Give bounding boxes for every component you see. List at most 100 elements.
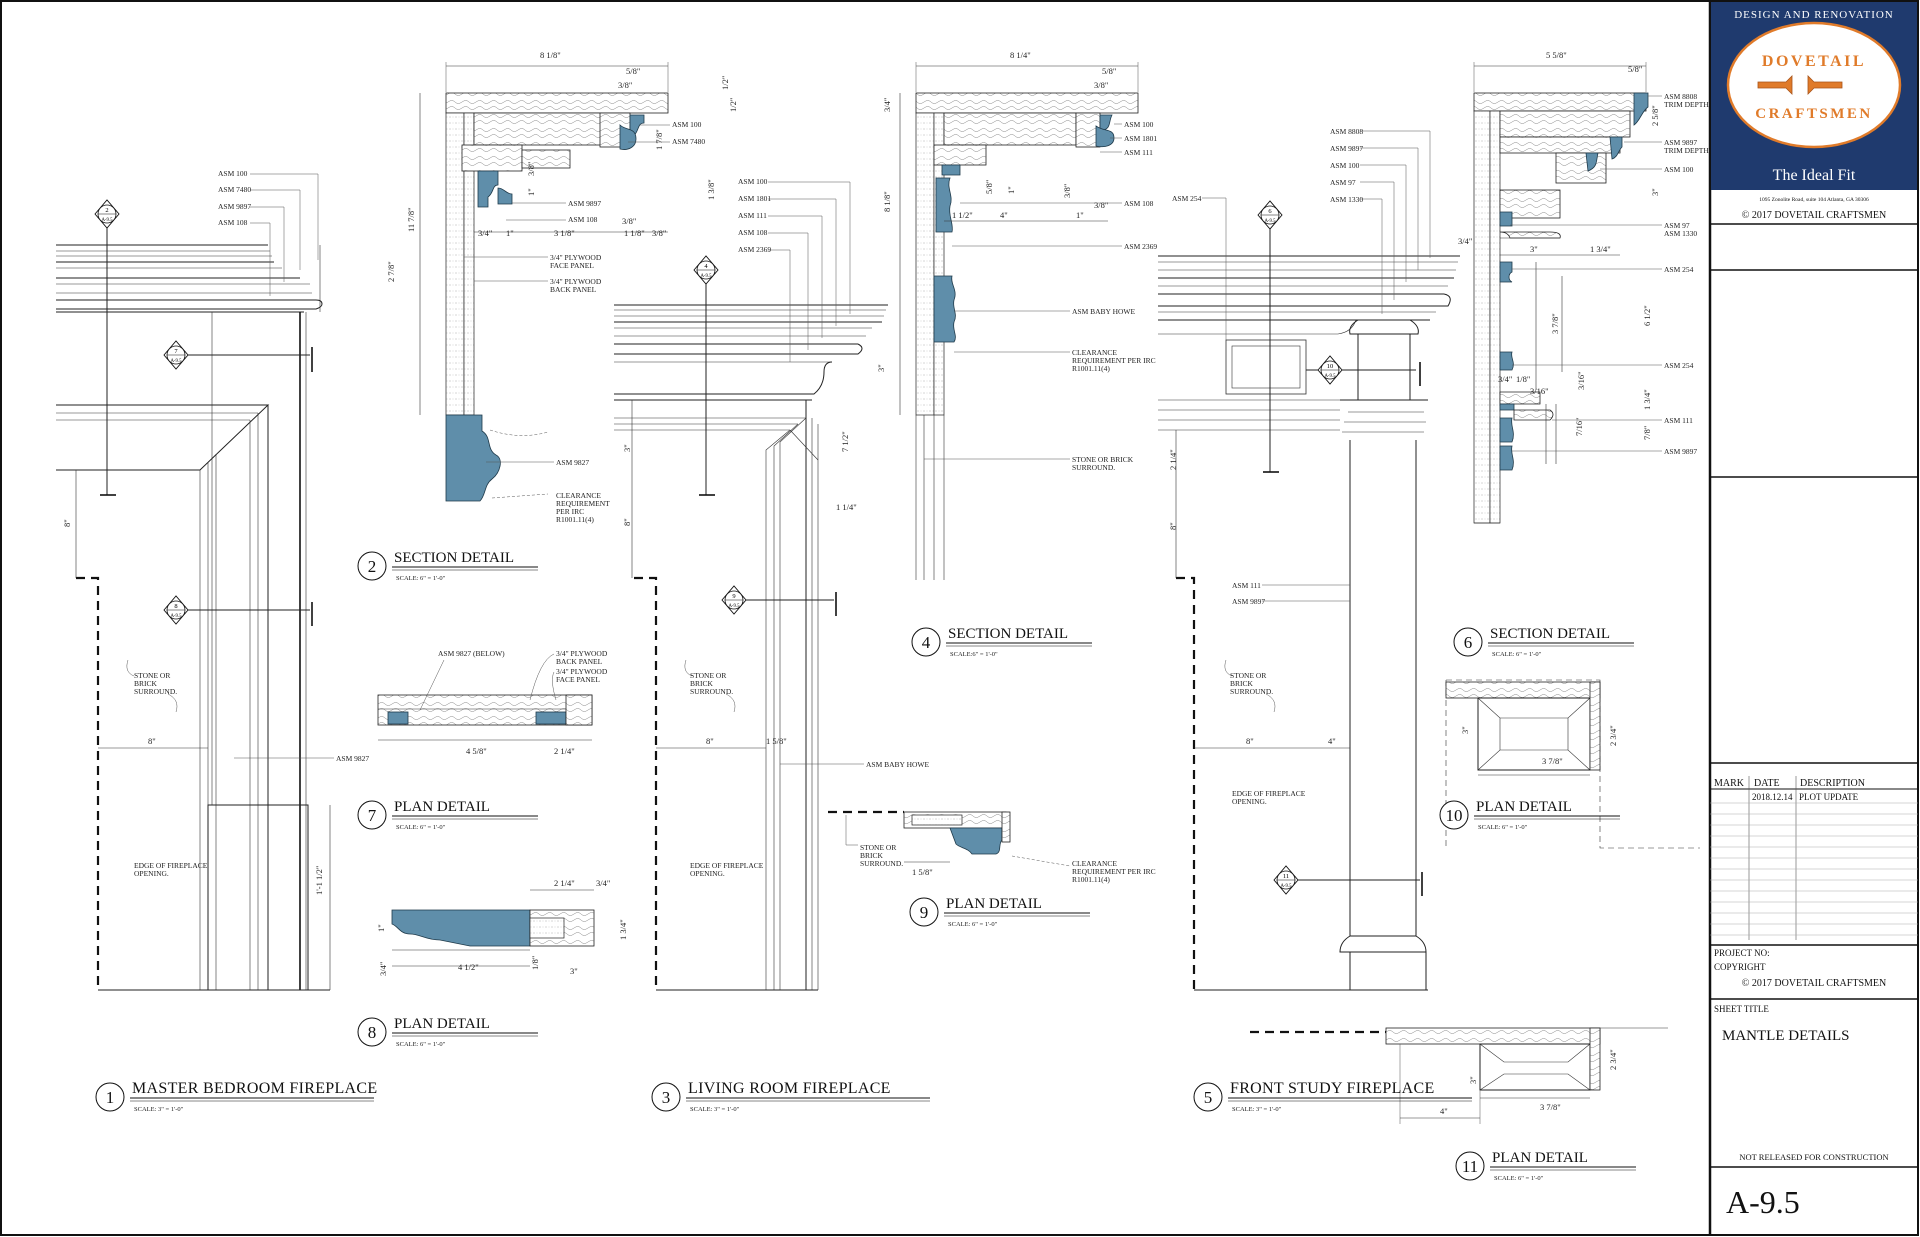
view-scale: SCALE:6" = 1'-0" [950,651,998,658]
plan-8-detail: 2 1/4" 3/4" 1 3/4" 1" 3/4" 4 1/2" 1/8" 3… [376,878,628,976]
view-number: 6 [1464,633,1473,652]
view-5-elevation: 2 1/4" 8" 8" 4" ASM 254 ASM 111 ASM 9897… [1158,127,1460,991]
v5-mould-254: ASM 254 [1172,194,1202,203]
s6-dim-316b: 3/16" [1576,371,1586,390]
callout-number: 11 [1283,873,1289,880]
p7-ply-back-note: 3/4" PLYWOOD BACK PANEL [556,649,608,666]
s4-dim-58a: 5/8" [1102,66,1116,76]
section-callout-10: 10A-9.5 [1317,355,1343,385]
view-number: 11 [1462,1157,1478,1176]
sheet-title: MANTLE DETAILS [1722,1028,1850,1044]
svg-text:EDGE OF FIREPLACE: EDGE OF FIREPLACE [134,861,208,870]
v1-edge-note: EDGE OF FIREPLACE OPENING. [134,861,208,878]
firm-slogan: The Ideal Fit [1773,167,1856,184]
p8-dim-134: 1 3/4" [618,919,628,940]
plan-11-detail: 3" 2 3/4" 3 7/8" 4" [1250,1027,1668,1124]
v3-stone-note: STONE OR BRICK SURROUND. [684,659,736,713]
section-callout-7: 7A-9.5 [163,340,189,370]
svg-text:BRICK: BRICK [134,679,158,688]
view-title: PLAN DETAIL [394,1016,490,1032]
svg-text:BRICK: BRICK [1230,679,1254,688]
s2-ply-face-note: 3/4" PLYWOOD FACE PANEL [550,253,602,270]
s2-dim-178: 1 7/8" [654,129,664,150]
p11-dim-3: 3" [1468,1076,1478,1084]
project-copyright: © 2017 DOVETAIL CRAFTSMEN [1742,978,1886,989]
v3-mould-111: ASM 111 [738,211,767,220]
s2-dim-overall: 8 1/8" [540,50,561,60]
s2-dim-38d: 3/8" [652,228,666,238]
p11-dim-4: 4" [1440,1106,1448,1116]
v3-mould-108: ASM 108 [738,228,768,237]
v1-mould-4: ASM 108 [218,218,248,227]
view-scale: SCALE: 6" = 1'-0" [948,921,998,928]
view-title: SECTION DETAIL [1490,626,1610,642]
s2-ply-back-note: 3/4" PLYWOOD BACK PANEL [550,277,602,294]
v5-stack-100: ASM 100 [1330,161,1360,170]
s4-mould-100: ASM 100 [1124,120,1154,129]
s4-dim-34: 3/4" [882,98,892,112]
p8-dim-34a: 3/4" [596,878,610,888]
callout-number: 7 [174,348,178,355]
view-number-circle [651,1082,681,1112]
svg-text:3/4" PLYWOOD: 3/4" PLYWOOD [550,277,602,286]
s2-dim-34: 3/4" [478,228,492,238]
construction-note: NOT RELEASED FOR CONSTRUCTION [1739,1152,1888,1162]
svg-text:3/4" PLYWOOD: 3/4" PLYWOOD [550,253,602,262]
p9-dim-158: 1 5/8" [912,867,933,877]
svg-text:R1001.11(4): R1001.11(4) [1072,364,1110,373]
v3-dim-8b: 8" [706,736,714,746]
s6-mould-97: ASM 97 [1664,221,1690,230]
v3-mould-1801: ASM 1801 [738,194,771,203]
s6-mould-254a: ASM 254 [1664,265,1694,274]
s2-mould-7480: ASM 7480 [672,137,705,146]
v1-dim-mantel: 2 7/8" [386,261,396,282]
s6-dim-134: 1 3/4" [1590,244,1611,254]
view-number-circle [911,627,941,657]
view-title: PLAN DETAIL [1492,1150,1588,1166]
s6-dim-34b: 3/4" [1498,374,1512,384]
v1-mould-2: ASM 7480 [218,185,251,194]
view-number: 5 [1204,1088,1213,1107]
s2-dim-58: 5/8" [626,66,640,76]
svg-text:REQUIREMENT PER IRC: REQUIREMENT PER IRC [1072,867,1156,876]
rev-header-date: DATE [1754,778,1780,789]
section-4-detail: 8 1/4" 5/8" 3/8" 3/4" 8 1/8" 5/8" 1" 3/8… [882,50,1157,580]
callout-sheet: A-9.5 [1264,219,1276,224]
s6-dim-overall: 5 5/8" [1546,50,1567,60]
svg-text:SURROUND.: SURROUND. [1230,687,1273,696]
svg-text:SURROUND.: SURROUND. [1072,463,1115,472]
rev-header-mark: MARK [1714,778,1745,789]
view-title: LIVING ROOM FIREPLACE [688,1080,891,1097]
s6-dim-378: 3 7/8" [1550,313,1560,334]
svg-text:SURROUND.: SURROUND. [860,859,903,868]
p7-asm-below: ASM 9827 (BELOW) [438,649,505,658]
v3-dim-114: 1 1/4" [836,502,857,512]
s6-dim-18: 1/8" [1516,374,1530,384]
svg-text:OPENING.: OPENING. [690,869,725,878]
p10-dim-378: 3 7/8" [1542,756,1563,766]
view-scale: SCALE: 6" = 1'-0" [396,575,446,582]
s6-dim-3a: 3" [1650,188,1660,196]
s4-dim-38a: 3/8" [1094,80,1108,90]
s4-dim-1a: 1" [1006,186,1016,194]
p10-dim-234: 2 3/4" [1608,725,1618,746]
s2-dim-1a: 1" [526,188,536,196]
view-number-circle [357,800,387,830]
s2-clearance-note: CLEARANCE REQUIREMENT PER IRC R1001.11(4… [489,429,610,524]
s6-mould-9897: ASM 9897 [1664,138,1697,147]
p8-dim-34b: 3/4" [378,962,388,976]
v5-mould-9897: ASM 9897 [1232,597,1265,606]
s2-mould-108: ASM 108 [568,215,598,224]
view-number: 4 [922,633,931,652]
firm-tagline: DESIGN AND RENOVATION [1734,9,1894,21]
svg-text:OPENING.: OPENING. [1232,797,1267,806]
svg-text:R1001.11(4): R1001.11(4) [1072,875,1110,884]
p8-dim-18: 1/8" [530,956,540,970]
s2-dim-height: 11 7/8" [406,207,416,232]
view-scale: SCALE: 6" = 1'-0" [1478,824,1528,831]
